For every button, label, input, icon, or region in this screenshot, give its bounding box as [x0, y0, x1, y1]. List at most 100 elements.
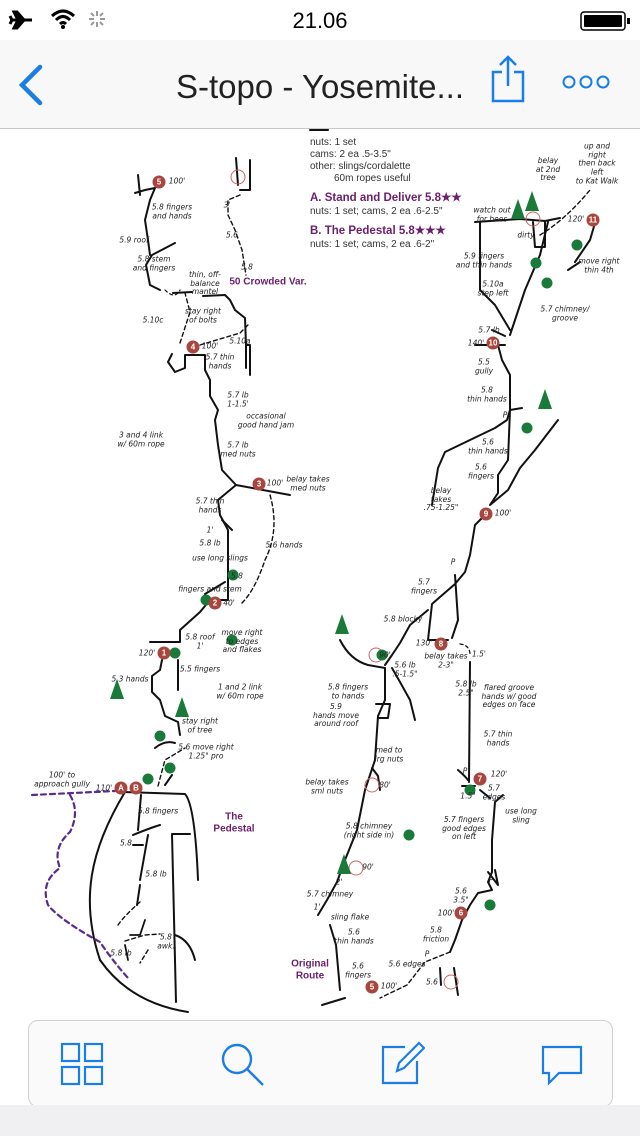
topo-label: use long sling [505, 806, 537, 824]
search-icon[interactable] [219, 1041, 265, 1087]
share-icon[interactable] [490, 54, 526, 104]
belay-station-badge[interactable]: 3 [252, 477, 266, 491]
topo-label: 2' [335, 877, 343, 887]
topo-label: 5.7 chimney [306, 889, 354, 899]
tree-icon [525, 191, 539, 211]
topo-label: 5.8 blocky [383, 614, 423, 624]
topo-label: 1' [313, 902, 321, 912]
topo-label: 5.8 lb [199, 538, 221, 548]
belay-station-badge[interactable]: 11 [586, 213, 600, 227]
topo-label: 120' [567, 214, 585, 224]
belay-station-badge[interactable]: 9 [479, 507, 493, 521]
more-options-icon[interactable] [562, 74, 612, 90]
topo-label: 5.6 move right 1.25" pro [178, 742, 234, 760]
topo-label: sling flake [330, 912, 370, 922]
belay-station-badge[interactable]: A [114, 781, 128, 795]
belay-station-badge[interactable]: 5 [365, 980, 379, 994]
battery-icon [580, 11, 630, 31]
topo-label: med to lrg nuts [374, 745, 404, 763]
topo-label: 5.8 lb [145, 869, 167, 879]
bottom-toolbar [28, 1020, 613, 1107]
topo-label: P [424, 949, 430, 959]
route-a-title: A. Stand and Deliver 5.8★★ [310, 192, 462, 204]
edit-icon[interactable] [379, 1041, 425, 1087]
topo-label: 100' [168, 176, 186, 186]
topo-label: 110' [95, 783, 113, 793]
topo-label: 5.8 awk. [157, 932, 175, 950]
topo-label: 1' [206, 525, 214, 535]
belay-station-badge[interactable]: 10 [486, 336, 500, 350]
topo-label: 5.9 roof [119, 235, 149, 245]
tree-icon [154, 730, 166, 742]
topo-drawing [30, 129, 596, 1013]
topo-label: 5.8 fingers to hands [327, 682, 369, 700]
topo-label: 5.6 thin hands [334, 927, 374, 945]
topo-label: 1.5" [460, 791, 476, 801]
topo-label: 5.8 [241, 262, 253, 272]
tree-icon [530, 257, 542, 269]
tree-icon [337, 854, 351, 874]
belay-station-badge[interactable]: B [129, 781, 143, 795]
comment-icon[interactable] [539, 1041, 585, 1087]
belay-station-badge[interactable]: 8 [434, 637, 448, 651]
topo-label: 5.8 roof 1' [185, 632, 215, 650]
route-a-gear: nuts: 1 set; cams, 2 ea .6-2.5" [310, 205, 443, 217]
tree-icon [571, 239, 583, 251]
topo-label: 5.7 thin hands [205, 352, 235, 370]
belay-station-badge[interactable]: 2 [208, 596, 222, 610]
topo-label: 5.9 hands move around roof [312, 702, 360, 729]
belay-station-badge[interactable]: 5 [152, 175, 166, 189]
topo-label: P [462, 766, 468, 776]
grid-icon[interactable] [59, 1041, 105, 1087]
gear-nuts: nuts: 1 set [310, 137, 357, 148]
tree-icon [175, 697, 189, 717]
gear-anchor-circle [364, 777, 380, 793]
topo-label: watch out for bees [473, 205, 511, 223]
tree-icon [538, 389, 552, 409]
topo-label: belay takes med nuts [286, 474, 330, 492]
topo-label: 140' [467, 338, 485, 348]
belay-station-badge[interactable]: 6 [454, 906, 468, 920]
wifi-icon [50, 9, 76, 29]
topo-label: 1.5' [472, 649, 486, 659]
topo-label: occasional good hand jam [237, 411, 295, 429]
topo-label: 5.5 gully [474, 357, 494, 375]
topo-label: 5.8 [231, 571, 243, 581]
topo-label: 5.8 stem and fingers [132, 254, 176, 272]
topo-label: 5.6 lb .5-1.5" [392, 660, 418, 678]
topo-label: 5.7 lb [478, 325, 500, 335]
back-chevron-icon[interactable] [16, 64, 46, 106]
pedestal-label: The Pedestal [213, 811, 255, 835]
topo-label: 90' [379, 650, 391, 660]
topo-label: stay right of tree [182, 716, 218, 734]
gear-other: other: slings/cordalette [310, 161, 411, 172]
tree-icon [142, 773, 154, 785]
topo-label: 1 and 2 link w/ 60m rope [216, 682, 264, 700]
topo-label: 5.8 lb 2.5" [455, 679, 477, 697]
topo-label: 100' [201, 341, 219, 351]
original-route-label: Original Route [291, 958, 329, 982]
topo-label: flared groove hands w/ good edges on fac… [481, 683, 537, 710]
belay-station-badge[interactable]: 1 [157, 646, 171, 660]
tree-icon [169, 647, 181, 659]
topo-map[interactable]: nuts: 1 set cams: 2 ea .5-3.5" other: sl… [0, 129, 640, 1105]
topo-label: 5.6 fingers [468, 462, 494, 480]
topo-label: P [450, 557, 456, 567]
topo-label: 5.7 edges [482, 783, 506, 801]
tree-icon [226, 634, 238, 646]
tree-icon [464, 784, 476, 796]
topo-label: 5.10c [142, 315, 164, 325]
topo-label: belay takes sml nuts [305, 777, 349, 795]
topo-label: 120' [490, 769, 508, 779]
belay-station-badge[interactable]: 4 [186, 340, 200, 354]
topo-label: 5.10a [229, 336, 251, 346]
topo-label: 5.7 thin hands [483, 729, 513, 747]
topo-label: 5.8 [120, 838, 132, 848]
topo-label: 3 and 4 link w/ 60m rope [117, 430, 165, 448]
topo-label: use long slings [192, 553, 248, 563]
tree-icon [227, 569, 239, 581]
topo-label: belay at 2nd tree [535, 156, 561, 183]
airplane-icon [8, 10, 32, 30]
topo-label: 5.9 fingers and thin hands [455, 251, 513, 269]
belay-station-badge[interactable]: 7 [473, 772, 487, 786]
